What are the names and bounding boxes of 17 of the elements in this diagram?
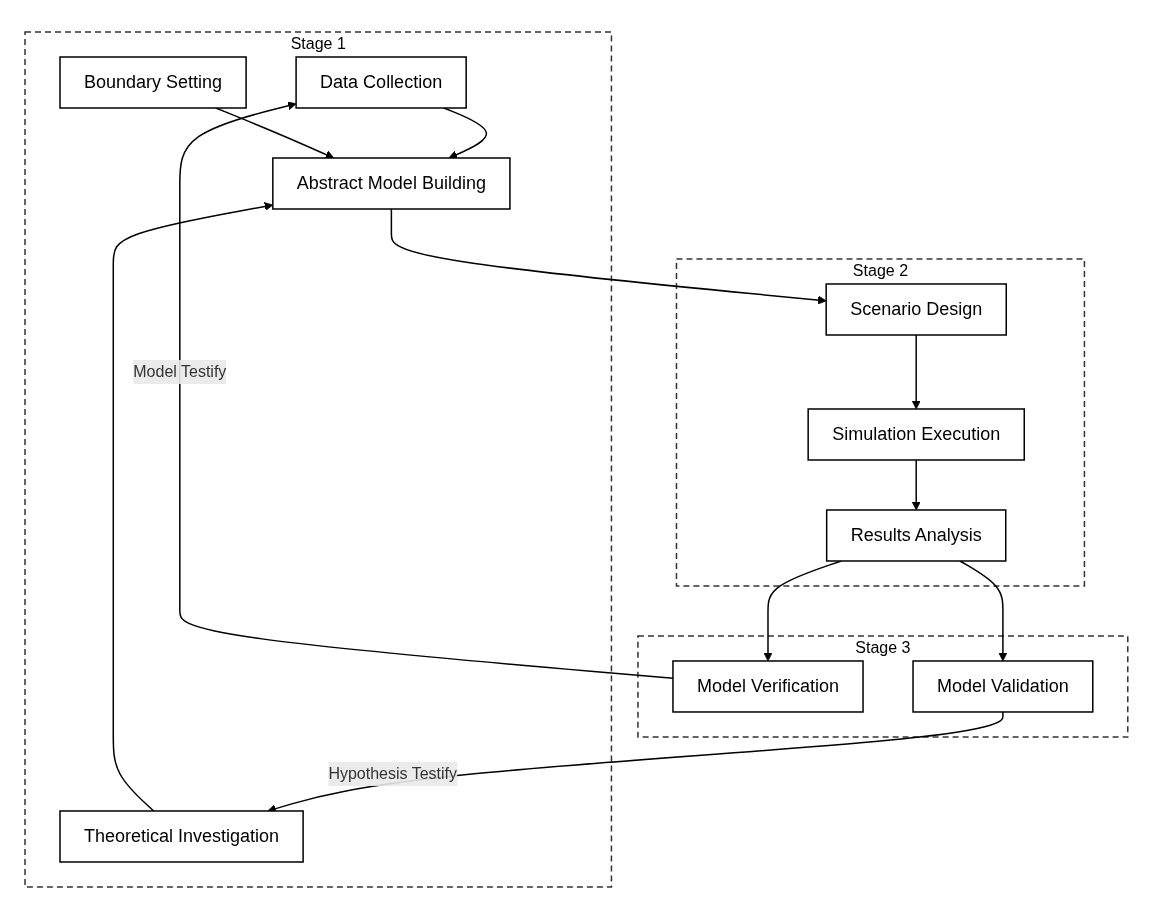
edge-label: Model Testify <box>133 362 227 380</box>
arrow <box>959 560 1008 662</box>
node-box: Scenario Design <box>825 283 1008 336</box>
node-box: Theoretical Investigation <box>59 810 304 863</box>
node-box: Boundary Setting <box>59 56 247 109</box>
node-box: Model Verification <box>672 660 864 713</box>
arrow <box>112 202 274 812</box>
edge-label: Hypothesis Testify <box>328 764 458 782</box>
arrow <box>911 459 921 511</box>
arrow <box>179 101 674 680</box>
node-box: Abstract Model Building <box>272 157 511 210</box>
node-box: Data Collection <box>295 56 467 109</box>
arrow <box>390 208 827 305</box>
arrow <box>911 334 921 410</box>
node-box: Model Validation <box>912 660 1094 713</box>
node-box: Results Analysis <box>826 509 1007 562</box>
node-box: Simulation Execution <box>807 408 1026 461</box>
